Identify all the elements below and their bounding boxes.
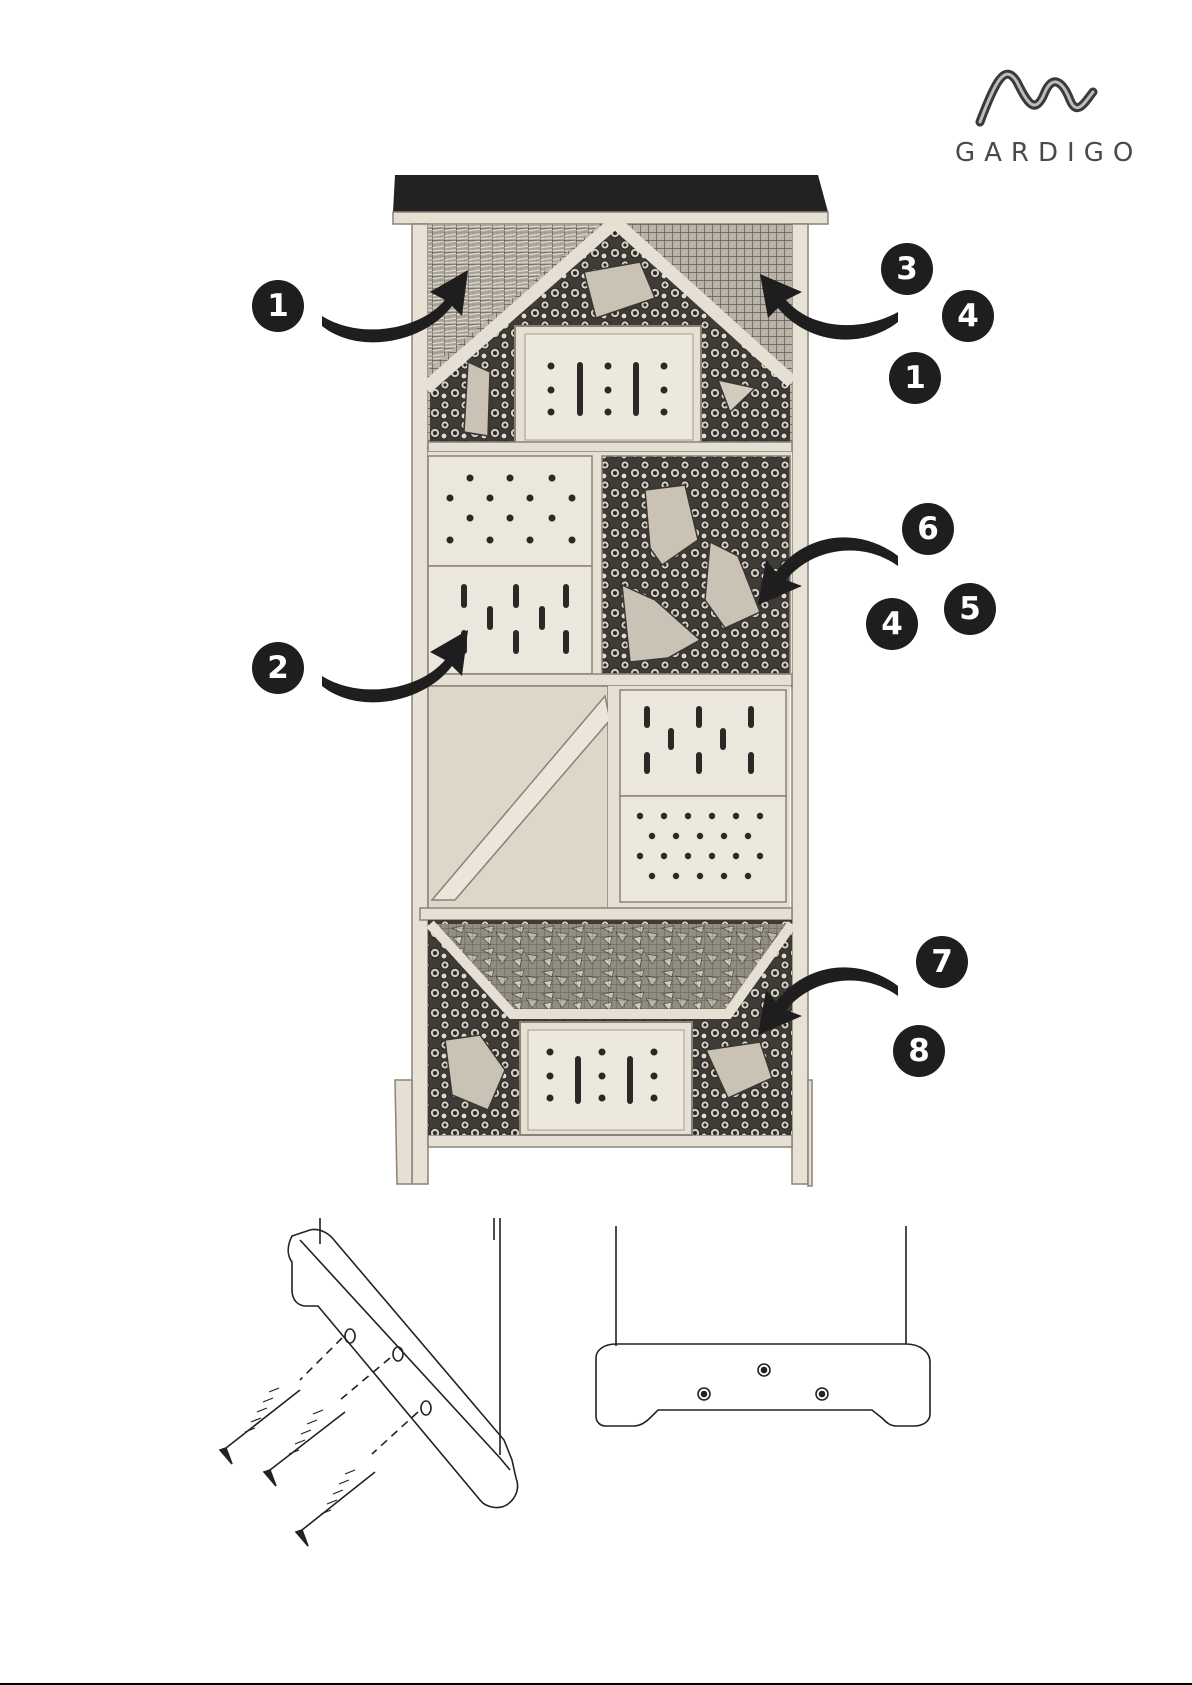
callout-badge-4-top: 4	[942, 290, 994, 342]
lower-middle-section	[420, 686, 792, 920]
callout-badge-5: 5	[944, 583, 996, 635]
callout-badge-1-left: 1	[252, 280, 304, 332]
callout-badge-6: 6	[902, 503, 954, 555]
bottom-section	[428, 920, 792, 1135]
foot-front-view	[596, 1226, 930, 1426]
top-section	[426, 222, 792, 452]
foot-screw-detail	[220, 1218, 518, 1546]
roof	[393, 175, 828, 224]
callout-badge-8: 8	[893, 1025, 945, 1077]
middle-section	[428, 452, 792, 686]
callout-badge-1-right: 1	[889, 352, 941, 404]
callout-badge-7: 7	[916, 936, 968, 988]
callout-badge-4-mid: 4	[866, 598, 918, 650]
callout-badge-3: 3	[881, 243, 933, 295]
callout-badge-2: 2	[252, 642, 304, 694]
